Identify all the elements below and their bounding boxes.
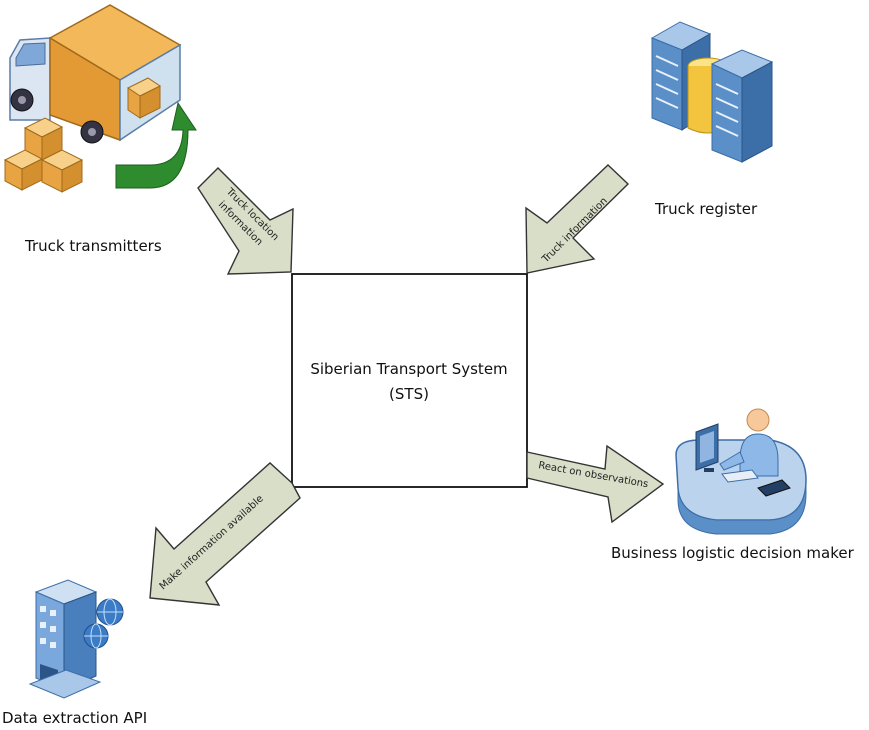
truck-icon (9, 4, 182, 144)
building-globe-icon (28, 579, 124, 699)
system-abbreviation: (STS) (389, 385, 429, 403)
decision-maker-label: Business logistic decision maker (611, 544, 855, 562)
system-box (291, 273, 528, 488)
package-stack-icon (3, 117, 84, 193)
server-icon (650, 21, 774, 163)
flow-arrow-react-on-observations: React on observations (526, 444, 665, 524)
user-workstation-icon (675, 408, 807, 535)
flow-arrow-make-information-available: Make information available (149, 462, 301, 606)
data-api-label: Data extraction API (2, 709, 147, 727)
truck-register-label: Truck register (654, 200, 758, 218)
flow-arrow-truck-location: Truck location information (197, 167, 294, 275)
green-loading-arrow-icon (115, 101, 197, 189)
system-title: Siberian Transport System (310, 360, 507, 378)
flow-arrow-truck-information: Truck information (525, 164, 630, 274)
truck-transmitters-label: Truck transmitters (24, 237, 162, 255)
